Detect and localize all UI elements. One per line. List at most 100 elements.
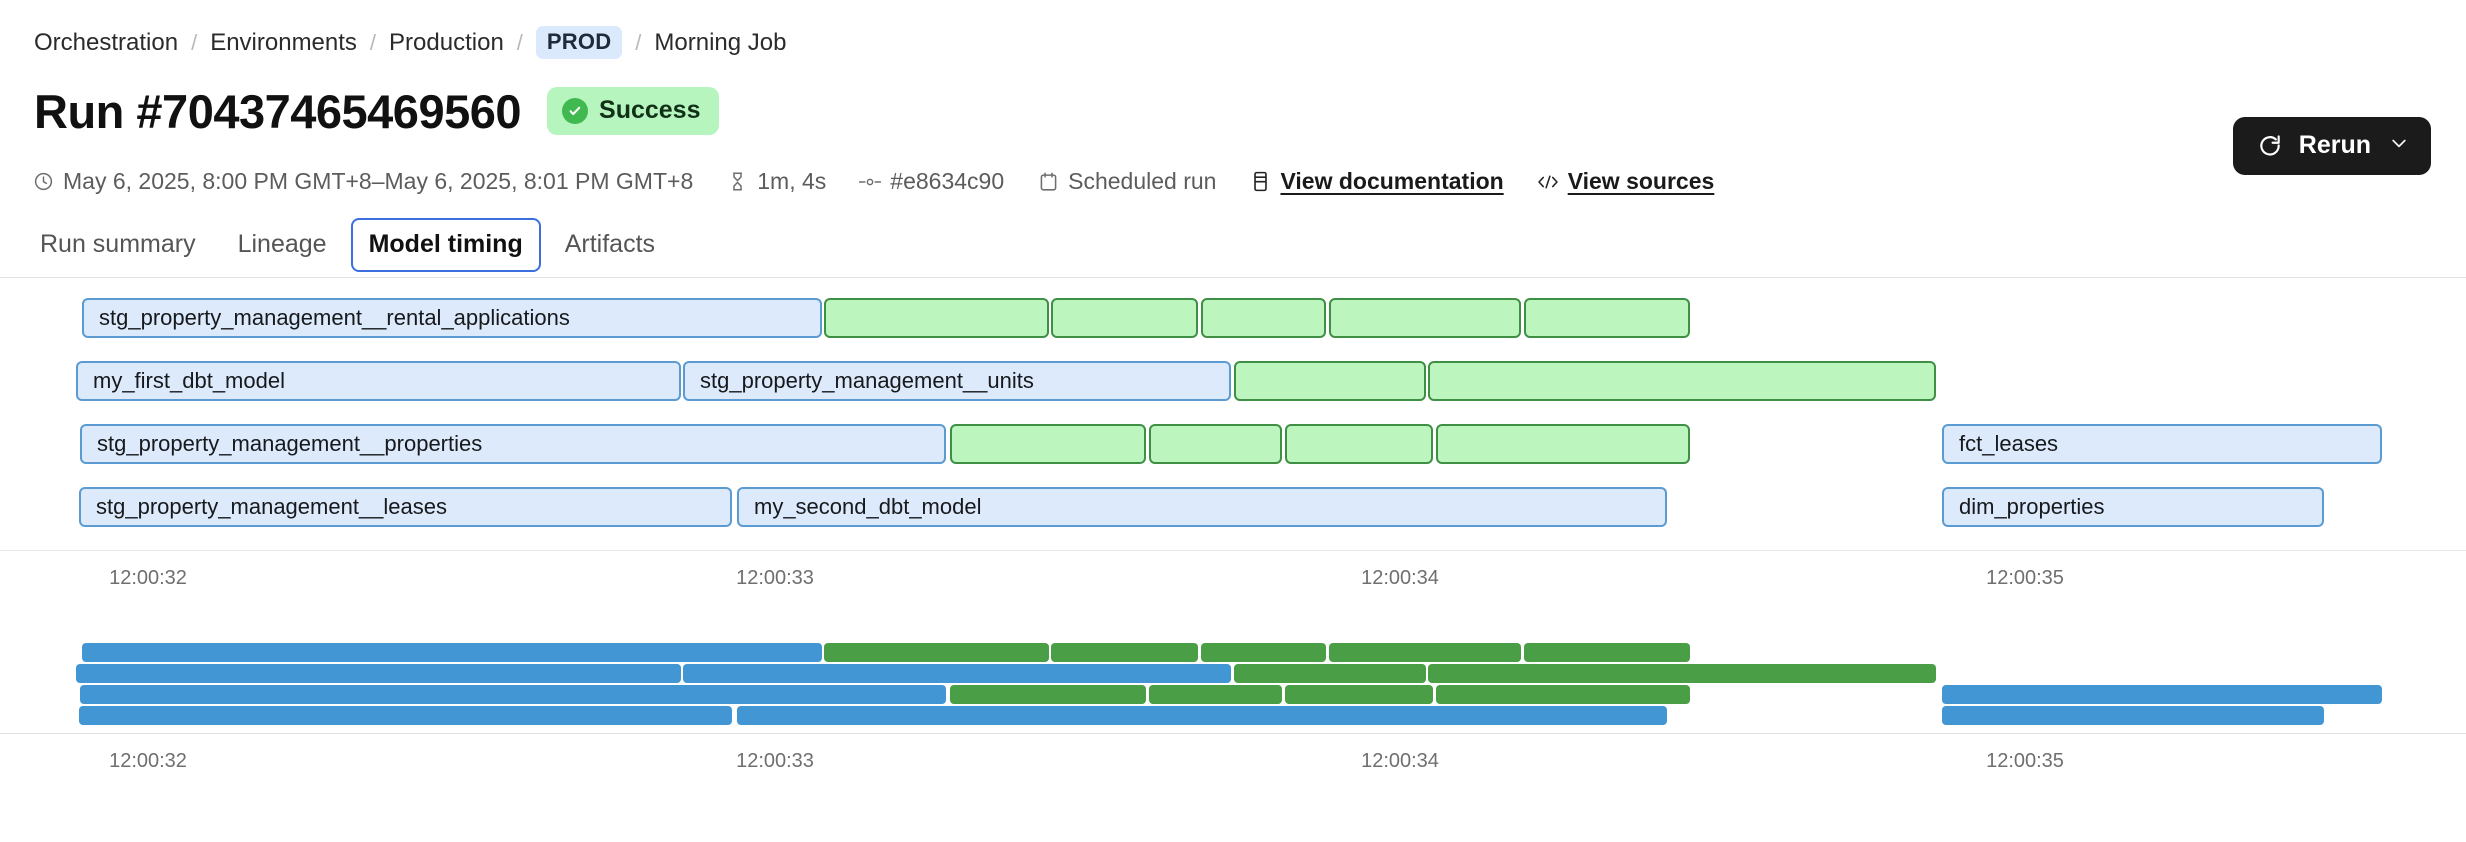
gantt-bar-test[interactable] xyxy=(1149,424,1282,464)
gantt-bar-test[interactable] xyxy=(1051,298,1198,338)
minimap-axis-tick: 12:00:32 xyxy=(109,750,187,772)
calendar-icon xyxy=(1037,171,1059,193)
minimap-bar-test[interactable] xyxy=(1524,643,1690,662)
meta-timerange: May 6, 2025, 8:00 PM GMT+8–May 6, 2025, … xyxy=(32,168,693,195)
tab-bar-divider xyxy=(0,277,2466,278)
breadcrumb-item-prod: PROD xyxy=(535,26,623,59)
minimap-row xyxy=(0,642,2466,663)
rerun-button-label: Rerun xyxy=(2298,131,2371,159)
minimap-bar-test[interactable] xyxy=(824,643,1049,662)
chevron-down-icon[interactable] xyxy=(2389,133,2409,159)
gantt-time-axis: 12:00:32 12:00:33 12:00:34 12:00:35 xyxy=(0,550,2466,596)
gantt-bar-test[interactable] xyxy=(1436,424,1690,464)
minimap-axis-tick: 12:00:34 xyxy=(1361,750,1439,772)
minimap-bar-model[interactable] xyxy=(76,664,681,683)
status-badge-label: Success xyxy=(599,96,701,124)
gantt-bar-test[interactable] xyxy=(1428,361,1936,401)
tab-lineage[interactable]: Lineage xyxy=(237,230,327,258)
code-icon xyxy=(1537,171,1559,193)
minimap-bar-model[interactable] xyxy=(1942,706,2324,725)
meta-duration-text: 1m, 4s xyxy=(757,168,827,194)
gantt-bar-test[interactable] xyxy=(1234,361,1426,401)
gantt-bar-stg_property_management__properties[interactable]: stg_property_management__properties xyxy=(80,424,946,464)
page-title: Run #70437465469560 xyxy=(34,84,522,138)
gantt-bar-fct_leases[interactable]: fct_leases xyxy=(1942,424,2382,464)
breadcrumb-item-production[interactable]: Production xyxy=(389,28,504,56)
commit-icon xyxy=(859,171,882,193)
gantt-bar-my_second_dbt_model[interactable]: my_second_dbt_model xyxy=(737,487,1667,527)
gantt-row: stg_property_management__properties fct_l… xyxy=(0,416,2466,479)
gantt-bar-test[interactable] xyxy=(1285,424,1433,464)
tab-model-timing[interactable]: Model timing xyxy=(350,218,541,272)
minimap-bar-test[interactable] xyxy=(1436,685,1690,704)
minimap-axis-tick: 12:00:35 xyxy=(1986,750,2064,772)
breadcrumb-separator: / xyxy=(516,29,523,55)
gantt-bar-test[interactable] xyxy=(950,424,1146,464)
breadcrumb-item-orchestration[interactable]: Orchestration xyxy=(34,28,179,56)
minimap-bar-model[interactable] xyxy=(82,643,822,662)
minimap-bar-model[interactable] xyxy=(737,706,1667,725)
breadcrumb-separator: / xyxy=(635,29,642,55)
gantt-bar-test[interactable] xyxy=(1201,298,1326,338)
minimap-bar-test[interactable] xyxy=(1285,685,1433,704)
run-metadata: May 6, 2025, 8:00 PM GMT+8–May 6, 2025, … xyxy=(32,168,1714,195)
meta-duration: 1m, 4s xyxy=(726,168,826,195)
minimap-bar-test[interactable] xyxy=(1234,664,1426,683)
gantt-bar-test[interactable] xyxy=(1329,298,1521,338)
tab-run-summary[interactable]: Run summary xyxy=(40,230,196,258)
meta-sources[interactable]: View sources xyxy=(1537,168,1715,195)
minimap-row xyxy=(0,705,2466,726)
book-icon xyxy=(1249,171,1271,193)
meta-trigger-text: Scheduled run xyxy=(1068,168,1217,194)
minimap-bar-test[interactable] xyxy=(1051,643,1198,662)
minimap-bar-model[interactable] xyxy=(79,706,732,725)
rerun-button[interactable]: Rerun xyxy=(2232,117,2431,175)
minimap-row xyxy=(0,663,2466,684)
gantt-row: stg_property_management__rental_applicat… xyxy=(0,290,2466,353)
status-badge: Success xyxy=(547,87,720,135)
breadcrumb-item-environments[interactable]: Environments xyxy=(210,28,357,56)
minimap-bar-test[interactable] xyxy=(950,685,1146,704)
meta-trigger: Scheduled run xyxy=(1037,168,1216,195)
breadcrumb-separator: / xyxy=(369,29,377,55)
check-circle-icon xyxy=(562,97,589,124)
breadcrumb-separator: / xyxy=(191,29,198,55)
gantt-bar-stg_property_management__rental_applications[interactable]: stg_property_management__rental_applicat… xyxy=(82,298,822,338)
gantt-bar-my_first_dbt_model[interactable]: my_first_dbt_model xyxy=(76,361,681,401)
gantt-axis-tick: 12:00:33 xyxy=(736,567,814,589)
model-timing-gantt: stg_property_management__rental_applicat… xyxy=(0,290,2466,596)
minimap-bar-model[interactable] xyxy=(683,664,1231,683)
minimap-bar-test[interactable] xyxy=(1149,685,1282,704)
refresh-icon xyxy=(2257,133,2283,159)
title-row: Run #70437465469560 Success xyxy=(34,84,720,138)
gantt-axis-tick: 12:00:34 xyxy=(1361,567,1439,589)
minimap-bar-test[interactable] xyxy=(1201,643,1326,662)
gantt-bar-dim_properties[interactable]: dim_properties xyxy=(1942,487,2324,527)
gantt-bar-stg_property_management__leases[interactable]: stg_property_management__leases xyxy=(79,487,732,527)
minimap-row xyxy=(0,684,2466,705)
view-documentation-link[interactable]: View documentation xyxy=(1280,168,1504,194)
meta-commit-text: #e8634c90 xyxy=(890,168,1005,194)
minimap-bar-test[interactable] xyxy=(1329,643,1521,662)
view-sources-link[interactable]: View sources xyxy=(1567,168,1715,194)
gantt-axis-tick: 12:00:35 xyxy=(1986,567,2064,589)
gantt-bar-test[interactable] xyxy=(1524,298,1690,338)
gantt-bar-stg_property_management__units[interactable]: stg_property_management__units xyxy=(683,361,1231,401)
gantt-axis-tick: 12:00:32 xyxy=(109,567,187,589)
meta-docs[interactable]: View documentation xyxy=(1249,168,1504,195)
breadcrumb-item-morning-job[interactable]: Morning Job xyxy=(654,28,787,56)
breadcrumb: Orchestration / Environments / Production / PR… xyxy=(34,26,787,59)
clock-icon xyxy=(32,171,54,193)
gantt-bar-test[interactable] xyxy=(824,298,1049,338)
tab-artifacts[interactable]: Artifacts xyxy=(564,230,656,258)
meta-timerange-text: May 6, 2025, 8:00 PM GMT+8–May 6, 2025, … xyxy=(63,168,694,194)
tab-bar: Run summary Lineage Model timing Artifacts xyxy=(22,218,673,272)
minimap-bar-model[interactable] xyxy=(1942,685,2382,704)
minimap-bar-test[interactable] xyxy=(1428,664,1936,683)
meta-commit: #e8634c90 xyxy=(859,168,1004,195)
minimap-bar-model[interactable] xyxy=(80,685,946,704)
